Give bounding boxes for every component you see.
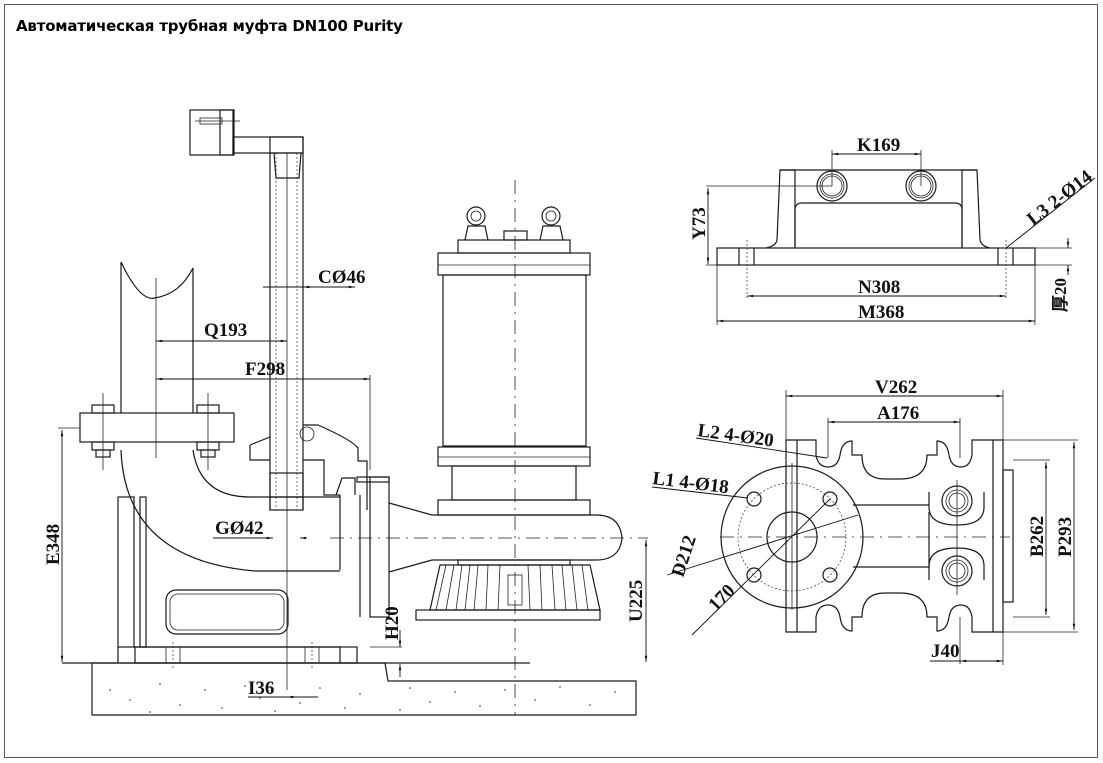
- plan-view-dimensions: V262 A176 L2 4-Ø20 L1 4-Ø18 D212 170 B26…: [651, 377, 1078, 665]
- dim-p: P293: [1055, 517, 1076, 557]
- guide-rail: [189, 109, 304, 690]
- dim-n: N308: [858, 277, 900, 298]
- dim-i: I36: [248, 678, 274, 699]
- dim-l1: L1 4-Ø18: [651, 468, 730, 498]
- dim-v: V262: [875, 377, 917, 398]
- pump-volute: [330, 502, 648, 573]
- dim-h: H20: [382, 606, 403, 640]
- dim-u: U225: [626, 580, 647, 622]
- pipe-flange: [79, 393, 235, 470]
- dim-f: F298: [245, 359, 285, 380]
- dim-d: D212: [668, 533, 701, 580]
- plan-view: V262 A176 L2 4-Ø20 L1 4-Ø18 D212 170 B26…: [651, 377, 1078, 665]
- dim-y: Y73: [689, 207, 710, 240]
- drawing-title: Автоматическая трубная муфта DN100 Purit…: [16, 17, 403, 35]
- dim-a: A176: [877, 403, 919, 424]
- dim-g: GØ42: [215, 518, 264, 539]
- side-view: CØ46 Q193 F298 GØ42 E348 H20 I36 U225: [43, 109, 648, 716]
- dim-c: CØ46: [318, 267, 366, 288]
- dim-l3: L3 2-Ø14: [1023, 166, 1097, 230]
- dim-i170: 170: [704, 580, 739, 615]
- dim-m: M368: [858, 302, 904, 323]
- concrete-floor: [91, 662, 637, 716]
- dim-j: J40: [931, 641, 960, 662]
- dim-l2: L2 4-Ø20: [696, 420, 775, 451]
- dim-thickness: 厚20: [1051, 278, 1070, 312]
- drawing-frame: [4, 4, 1098, 758]
- dim-e: E348: [43, 524, 64, 565]
- duckfoot-bend: [117, 449, 358, 668]
- guide-claw: [249, 424, 390, 618]
- bracket-dimensions: K169 Y73 L3 2-Ø14 N308 M368 厚20: [689, 135, 1097, 325]
- discharge-pipe: [120, 261, 194, 458]
- dim-k: K169: [857, 135, 900, 156]
- bracket-view: K169 Y73 L3 2-Ø14 N308 M368 厚20: [689, 135, 1097, 325]
- pump-motor: [437, 206, 591, 566]
- dim-q: Q193: [204, 320, 247, 341]
- side-view-dimensions: CØ46 Q193 F298 GØ42 E348 H20 I36 U225: [43, 267, 648, 699]
- pump-strainer: [415, 564, 601, 621]
- dim-b: B262: [1027, 516, 1048, 557]
